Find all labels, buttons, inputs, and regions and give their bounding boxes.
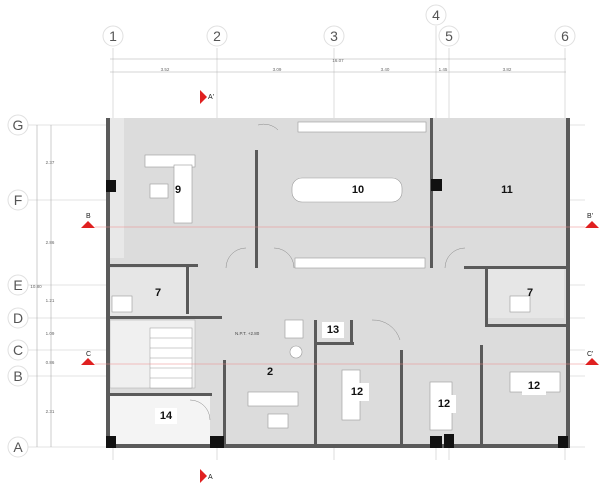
room-label: 12: [438, 398, 450, 410]
svg-text:A: A: [13, 439, 23, 455]
room-label: 12: [351, 386, 363, 398]
svg-text:A': A': [208, 94, 214, 101]
svg-text:5: 5: [445, 28, 453, 44]
svg-text:D: D: [13, 310, 23, 326]
doors: [189, 123, 466, 421]
room-label: 2: [267, 366, 273, 378]
svg-text:2.86: 2.86: [46, 240, 55, 245]
svg-text:E: E: [13, 277, 22, 293]
vertical-dimensions: 10.80 2.37 2.86 1.21 1.09 0.86 2.31: [30, 125, 55, 447]
room-label: 14: [160, 410, 173, 422]
svg-text:B: B: [86, 213, 91, 220]
svg-text:3.40: 3.40: [381, 67, 390, 72]
svg-text:F: F: [14, 192, 23, 208]
svg-text:1: 1: [109, 28, 117, 44]
svg-text:4: 4: [432, 7, 440, 23]
svg-text:3.09: 3.09: [273, 67, 282, 72]
column-axis-labels: 1 2 3 4 5 6: [102, 4, 576, 47]
room-label: 9: [175, 184, 181, 196]
svg-text:2.31: 2.31: [46, 409, 55, 414]
svg-text:16.07: 16.07: [332, 58, 344, 63]
svg-text:G: G: [13, 117, 24, 133]
horizontal-dimensions: 16.07 3.52 3.09 3.40 1.45 3.82: [110, 58, 566, 73]
room-label: 13: [327, 324, 339, 336]
svg-text:2: 2: [213, 28, 221, 44]
room-label: 7: [155, 287, 161, 299]
level-note: N.P.T. +2.80: [235, 331, 260, 336]
svg-text:10.80: 10.80: [30, 284, 42, 289]
svg-text:A: A: [208, 474, 213, 481]
svg-text:B': B': [587, 213, 593, 220]
svg-text:C': C': [587, 351, 593, 358]
room-label: 11: [501, 184, 513, 196]
furniture: [111, 121, 561, 431]
svg-text:2.37: 2.37: [46, 160, 55, 165]
svg-text:C: C: [13, 342, 23, 358]
svg-text:0.86: 0.86: [46, 360, 55, 365]
row-axis-labels: G F E D C B A: [7, 114, 29, 458]
walls: [106, 118, 570, 448]
columns: [106, 179, 568, 448]
svg-text:6: 6: [561, 28, 569, 44]
svg-text:3: 3: [330, 28, 338, 44]
section-markers: A' A B B' C C': [81, 90, 599, 483]
room-label: 12: [528, 380, 540, 392]
room-label: 7: [527, 287, 533, 299]
svg-text:1.45: 1.45: [439, 67, 448, 72]
svg-text:3.82: 3.82: [503, 67, 512, 72]
svg-text:1.09: 1.09: [46, 331, 55, 336]
svg-text:B: B: [13, 368, 22, 384]
svg-text:3.52: 3.52: [161, 67, 170, 72]
svg-text:C: C: [86, 351, 91, 358]
room-label: 10: [352, 184, 364, 196]
svg-text:1.21: 1.21: [46, 298, 55, 303]
